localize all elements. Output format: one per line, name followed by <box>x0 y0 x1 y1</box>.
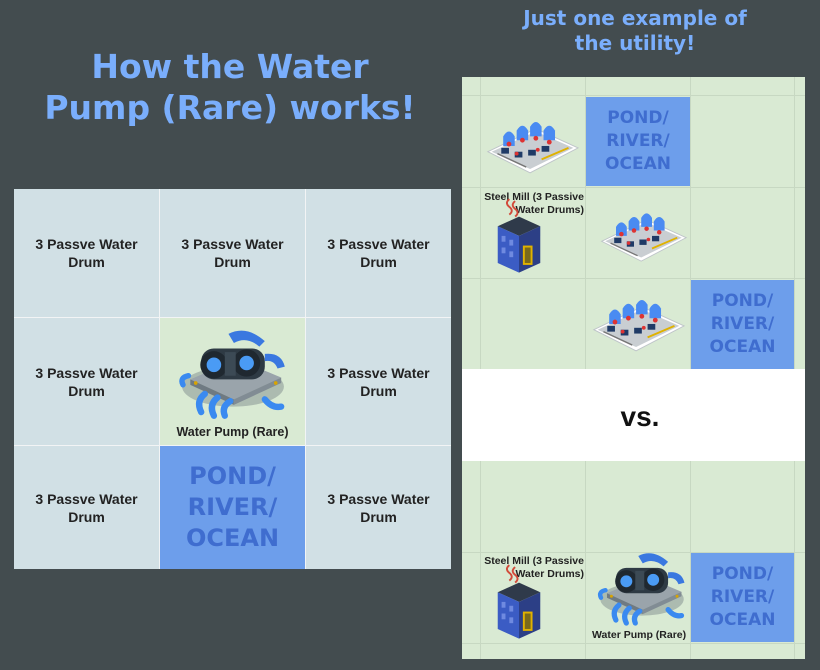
grid-line <box>462 95 805 96</box>
comparison-panel: POND/ RIVER/ OCEAN Steel Mill (3 Passive… <box>462 77 805 659</box>
steel-mill-label-line2: Water Drums) <box>515 204 584 216</box>
pond-tile-bottom: POND/ RIVER/ OCEAN <box>691 553 794 642</box>
grid-line <box>794 77 795 659</box>
drum-cell-top-left: 3 Passve Water Drum <box>14 189 159 317</box>
pond-line3: OCEAN <box>185 524 280 552</box>
steel-mill-label-line2: Water Drums) <box>515 568 584 580</box>
steel-mill-icon <box>490 189 548 277</box>
pond-line1: POND/ <box>189 462 276 490</box>
water-pump-label: Water Pump (Rare) <box>592 629 687 641</box>
main-title-line2: Pump (Rare) works! <box>44 88 416 127</box>
drum-label: 3 Passve Water Drum <box>327 490 430 525</box>
drum-cell-middle-right: 3 Passve Water Drum <box>306 318 451 445</box>
side-title-line1: Just one example of <box>523 6 747 30</box>
pond-line2: RIVER/ <box>606 131 670 151</box>
drum-label: 3 Passve Water Drum <box>35 236 138 270</box>
steel-mill-icon <box>490 555 548 643</box>
drum-label: 3 Passve Water Drum <box>35 490 138 525</box>
pond-tile-top: POND/ RIVER/ OCEAN <box>586 97 690 186</box>
pond-line1: POND/ <box>607 108 669 128</box>
drum-label: 3 Passve Water Drum <box>35 364 138 399</box>
grid-line <box>462 187 805 188</box>
drum-cell-bottom-left: 3 Passve Water Drum <box>14 446 159 569</box>
grid-line <box>462 552 805 553</box>
pond-cell: POND/ RIVER/ OCEAN <box>160 446 305 569</box>
grid-line <box>585 77 586 659</box>
pond-line1: POND/ <box>711 564 774 584</box>
grid-line <box>690 77 691 659</box>
vs-band <box>462 369 805 461</box>
vs-label: vs. <box>620 401 660 432</box>
drum-label: 3 Passve Water Drum <box>327 236 430 270</box>
water-pump-icon <box>592 547 692 629</box>
passive-water-drum-icon <box>484 111 580 179</box>
passive-water-drum-icon <box>590 289 686 357</box>
pump-grid: 3 Passve Water Drum 3 Passve Water Drum … <box>14 189 451 569</box>
drum-cell-middle-left: 3 Passve Water Drum <box>14 318 159 445</box>
pond-line2: RIVER/ <box>187 493 278 521</box>
pond-line2: RIVER/ <box>710 314 775 334</box>
drum-cell-top-right: 3 Passve Water Drum <box>306 189 451 317</box>
main-title-line1: How the Water <box>91 47 369 86</box>
drum-label: 3 Passve Water Drum <box>327 364 430 399</box>
pond-line1: POND/ <box>711 291 774 311</box>
pond-tile-middle: POND/ RIVER/ OCEAN <box>691 280 794 369</box>
drum-cell-top-center: 3 Passve Water Drum <box>160 189 305 317</box>
pond-line3: OCEAN <box>709 610 776 630</box>
water-pump-cell: Water Pump (Rare) <box>160 318 305 445</box>
side-title-line2: the utility! <box>574 31 696 55</box>
steel-mill-label-line1: Steel Mill (3 Passive <box>484 555 584 567</box>
main-title: How the Water Pump (Rare) works! <box>30 46 430 128</box>
drum-cell-bottom-right: 3 Passve Water Drum <box>306 446 451 569</box>
passive-water-drum-icon <box>598 203 688 267</box>
pond-line3: OCEAN <box>605 154 671 174</box>
drum-label: 3 Passve Water Drum <box>181 236 284 270</box>
pond-line2: RIVER/ <box>710 587 775 607</box>
water-pump-label: Water Pump (Rare) <box>176 425 289 439</box>
side-title: Just one example of the utility! <box>480 6 790 56</box>
steel-mill-label: Steel Mill (3 Passive Water Drums) <box>476 555 584 581</box>
grid-line <box>480 77 481 659</box>
water-pump-icon <box>173 323 293 423</box>
grid-line <box>462 278 805 279</box>
pond-line3: OCEAN <box>709 337 776 357</box>
grid-line <box>462 643 805 644</box>
